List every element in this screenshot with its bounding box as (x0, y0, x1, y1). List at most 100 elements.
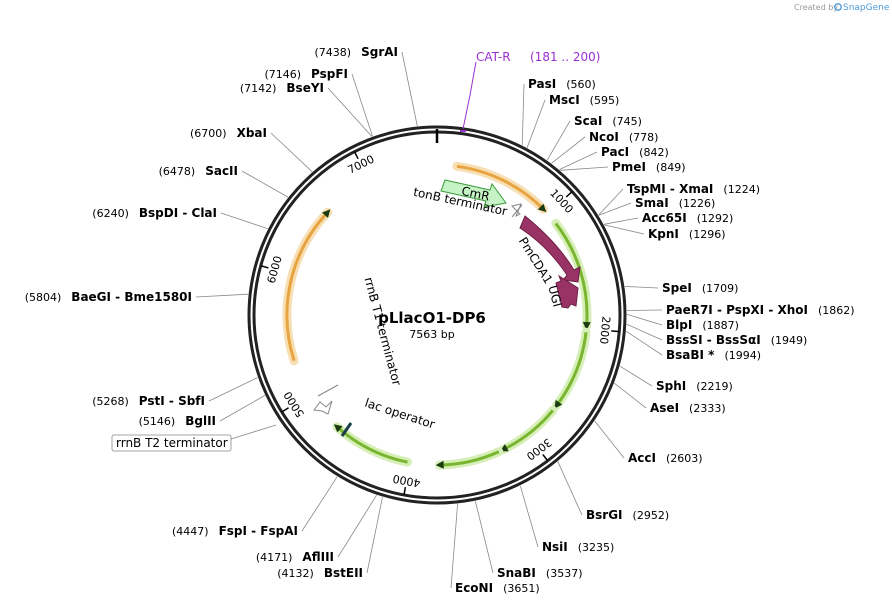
site-position: (3235) (578, 541, 615, 554)
site-name: PaeR7I (666, 303, 713, 317)
site-label: (7438)SgrAI (315, 45, 398, 59)
site-position: (2603) (666, 452, 703, 465)
site-name: NcoI (589, 130, 619, 144)
arc-green-right-top-arrowhead (582, 321, 591, 331)
site-label: (4171) AflIII (256, 550, 334, 564)
plasmid-size: 7563 bp (409, 328, 454, 341)
arc-green-right (555, 332, 588, 407)
site-position: (595) (590, 94, 620, 107)
site-leader-line (521, 83, 525, 146)
site-leader-line (195, 293, 249, 298)
site-position: (849) (656, 161, 686, 174)
site-position: (3537) (546, 567, 583, 580)
site-name: BssSαI (716, 333, 761, 347)
site-position: (1949) (771, 334, 808, 347)
arc-green-bottom-right (502, 409, 554, 451)
tick-label: 6000 (265, 254, 285, 284)
site-position: (5268) (92, 395, 129, 408)
site-name: XmaI (679, 182, 713, 196)
watermark-prefix: Created by (794, 3, 838, 12)
site-position: (3651) (503, 582, 540, 595)
plasmid-backbone (247, 125, 627, 505)
site-position: (2952) (633, 509, 670, 522)
site-position: (6478) (159, 165, 196, 178)
tick-mark (281, 407, 289, 413)
watermark-brand: SnapGene (843, 3, 890, 13)
site-leader-line (594, 420, 625, 459)
arc-orange-top (456, 164, 545, 211)
site-leader-line (598, 188, 624, 216)
site-name: Acc65I (642, 211, 687, 225)
site-name: AseI (650, 401, 679, 415)
tick-mark (611, 330, 620, 333)
tick-mark (353, 151, 359, 160)
site-leader-line (270, 132, 313, 173)
rrnb-t2-terminator-label: rrnB T2 terminator (111, 424, 277, 452)
tick-mark (542, 453, 549, 462)
ugi-label: UGI (545, 284, 564, 309)
primer-cat-r: CAT-R (181 .. 200) (460, 50, 600, 132)
site-position: (1226) (679, 197, 716, 210)
arc-green-bottom-left-arrowhead (333, 424, 343, 433)
site-position: (1994) (724, 349, 761, 362)
site-name: TspMI (627, 182, 666, 196)
site-leader-lines (195, 51, 663, 589)
site-name: BaeGI (71, 290, 111, 304)
site-leader-line (626, 314, 663, 326)
site-position: (4132) (277, 567, 314, 580)
site-label: (6478) SacII (159, 164, 238, 178)
lac-operator-feature: lac operator (340, 396, 437, 437)
cmr-feature: CmR (440, 179, 507, 208)
rrnb-t2-terminator-name: rrnB T2 terminator (116, 436, 228, 450)
rrnb-t1-terminator-label: rrnB T1 terminator (361, 276, 403, 388)
arc-green-bottom-arrowhead (435, 460, 444, 469)
site-name: EcoNI (455, 581, 493, 595)
arc-orange-top-arrowhead (537, 203, 547, 213)
primer-name: CAT-R (476, 50, 511, 64)
site-name: AccI (628, 451, 656, 465)
site-name: ScaI (574, 114, 602, 128)
site-position: (2219) (696, 380, 733, 393)
site-position: (5146) (139, 415, 176, 428)
site-label: Acc65I(1292) (642, 211, 733, 225)
site-position: (1862) (818, 304, 855, 317)
tick-mark (403, 486, 407, 496)
site-position: (7438) (315, 46, 352, 59)
site-leader-line (603, 217, 639, 225)
site-name: AflIII (302, 550, 334, 564)
site-leader-line (219, 395, 266, 422)
site-position: (1296) (689, 228, 726, 241)
arc-green-bottom-left (335, 425, 408, 464)
site-label: PaeR7I - PspXI - XhoI(1862) (666, 303, 855, 317)
tick-label: 7000 (346, 152, 377, 176)
site-position: (778) (629, 131, 659, 144)
site-position: (842) (639, 146, 669, 159)
site-name: SpeI (662, 281, 692, 295)
site-position: (7142) (240, 82, 277, 95)
site-label: BsrGI(2952) (586, 508, 669, 522)
arc-orange-left-arrowhead (322, 209, 331, 218)
site-name: PspXI (726, 303, 764, 317)
site-leader-line (526, 99, 546, 148)
site-name: BglII (185, 414, 216, 428)
site-leader-line (546, 120, 571, 161)
site-leader-line (551, 136, 586, 164)
site-leader-line (619, 365, 653, 387)
restriction-sites-left: (7438)SgrAI(7146)PspFI(7142)BseYI(6700)X… (25, 45, 398, 580)
site-label: (4447)FspI - FspAI (172, 524, 298, 538)
site-name: SacII (205, 164, 238, 178)
site-name: BssSI (666, 333, 703, 347)
site-position: (745) (612, 115, 642, 128)
site-label: KpnI(1296) (648, 227, 725, 241)
arc-orange-left (285, 211, 329, 362)
tick-mark (260, 265, 269, 269)
site-position: (4171) (256, 551, 293, 564)
site-position: (6700) (190, 127, 227, 140)
site-label: ScaI (745) (574, 114, 642, 128)
site-name: PacI (601, 145, 629, 159)
site-leader-line (519, 485, 539, 548)
site-leader-line (624, 286, 659, 289)
site-label: NsiI(3235) (542, 540, 614, 554)
site-label: (7146)PspFI (264, 67, 348, 81)
site-name: SmaI (635, 196, 669, 210)
